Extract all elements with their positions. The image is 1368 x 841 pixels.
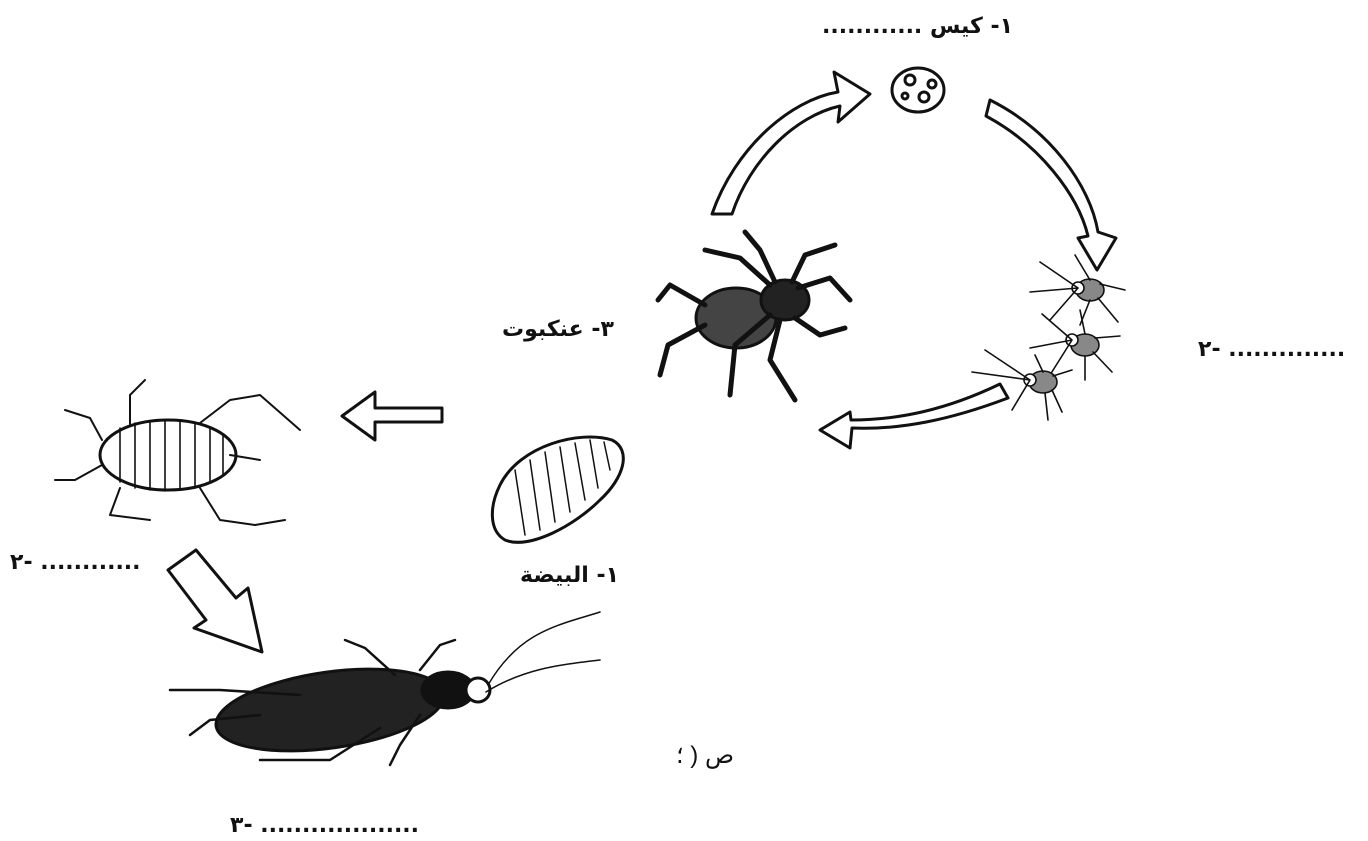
spider-stage-3-label: ٣- عنكبوت	[502, 317, 614, 342]
spider-stage-2-label: ٢- ..............	[1198, 337, 1345, 362]
footer-text: ص ( ؛	[676, 741, 734, 770]
cycle-arrow-3-icon	[820, 384, 1008, 448]
cockroach-stage-1-label: ١- البيضة	[520, 563, 619, 588]
adult-spider-icon	[658, 232, 850, 400]
cycle-arrow-1-icon	[712, 72, 870, 214]
cycle-arrow-5-icon	[168, 550, 262, 652]
cockroach-stage-2-label: ٢- ............	[10, 550, 141, 575]
nymph-icon	[55, 380, 300, 525]
egg-sac-icon	[892, 68, 944, 112]
spider-stage-1-label: ١- كيس ............	[822, 14, 1013, 39]
adult-cockroach-icon	[170, 612, 600, 765]
egg-case-icon	[492, 437, 623, 542]
cycle-arrow-4-icon	[342, 392, 442, 440]
cockroach-stage-3-label: ٣- ...................	[230, 813, 419, 838]
cycle-arrow-2-icon	[986, 100, 1116, 270]
spiderlings-icon	[972, 255, 1125, 420]
